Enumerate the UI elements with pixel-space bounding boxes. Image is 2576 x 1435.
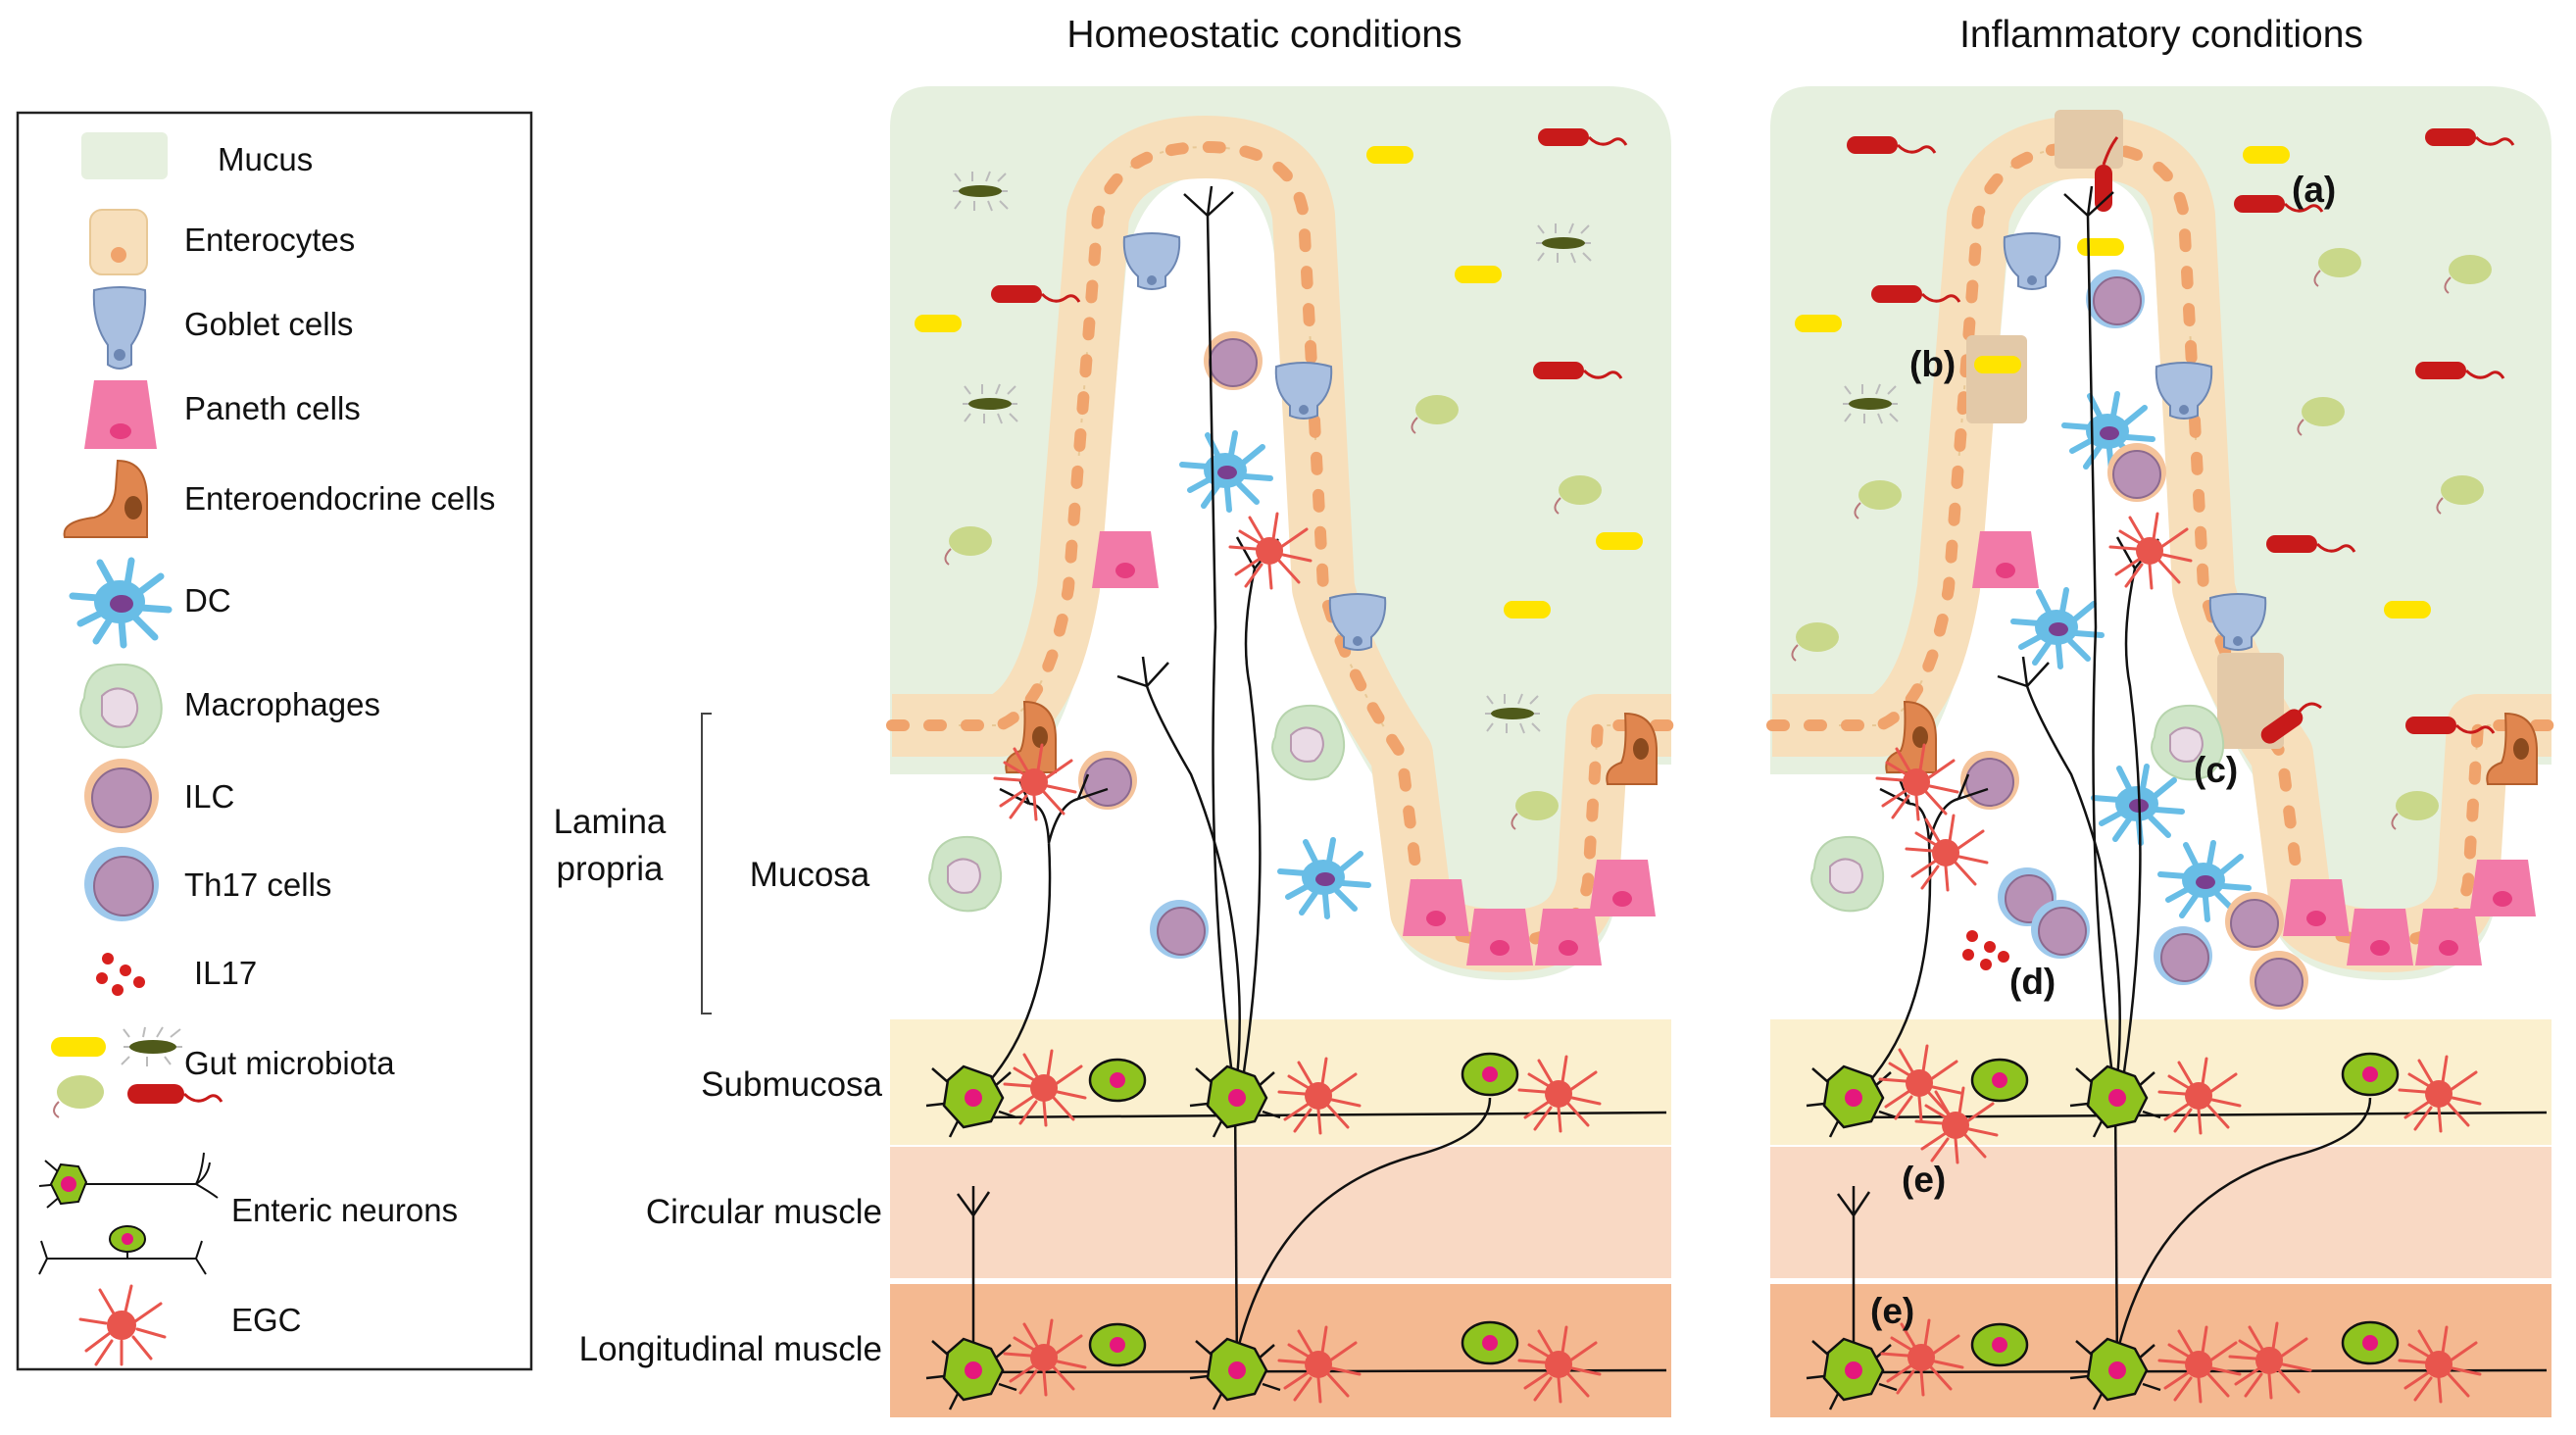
- paneth-cell: [1972, 531, 2039, 588]
- annotation-c: (c): [2194, 750, 2238, 790]
- legend-label-dc: DC: [184, 582, 231, 619]
- macrophage: [928, 835, 1003, 913]
- annotation-e-longitudinal: (e): [1870, 1291, 1914, 1331]
- legend-label-enterocytes: Enterocytes: [184, 222, 355, 258]
- enteric-neuron: [1461, 1320, 1519, 1365]
- enteric-neuron: [1461, 1052, 1519, 1097]
- ilc: [1077, 750, 1138, 811]
- microbe: [1455, 266, 1502, 283]
- microbiota-icon: [51, 1026, 223, 1118]
- label-longitudinal-muscle: Longitudinal muscle: [579, 1330, 882, 1368]
- th17-cell: [1149, 899, 1210, 960]
- damaged-enterocyte: [2055, 110, 2123, 169]
- legend: Mucus Enterocytes Goblet cells Paneth ce…: [16, 111, 533, 1371]
- ilc: [2224, 891, 2285, 952]
- th17-cell: [2153, 925, 2213, 986]
- paneth-cell: [1403, 879, 1469, 936]
- legend-label-il17: IL17: [194, 955, 257, 991]
- annotation-d: (d): [2009, 962, 2056, 1002]
- legend-label-paneth-cells: Paneth cells: [184, 390, 361, 426]
- label-lamina-propria-line1: Lamina: [554, 803, 667, 841]
- legend-label-enteroendocrine-cells: Enteroendocrine cells: [184, 480, 495, 517]
- paneth-cell: [1535, 909, 1602, 965]
- annotation-a: (a): [2292, 170, 2336, 210]
- enteric-neuron: [1970, 1058, 2029, 1103]
- legend-label-enteric-neurons: Enteric neurons: [231, 1192, 458, 1228]
- microbe: [1366, 146, 1413, 164]
- legend-label-goblet-cells: Goblet cells: [184, 306, 353, 342]
- il17-cytokines: [1962, 930, 2009, 970]
- legend-label-macrophages: Macrophages: [184, 686, 380, 722]
- macrophage: [1810, 835, 1885, 913]
- legend-label-th17-cells: Th17 cells: [184, 866, 331, 903]
- legend-label-ilc: ILC: [184, 778, 234, 815]
- microbe: [1974, 356, 2021, 373]
- label-mucosa: Mucosa: [750, 856, 870, 894]
- microbe: [2384, 601, 2431, 619]
- dendritic-cell-icon: [69, 557, 173, 649]
- th17-cell: [2030, 899, 2091, 960]
- paneth-cell: [2283, 879, 2350, 936]
- label-submucosa: Submucosa: [701, 1065, 882, 1104]
- paneth-cell: [2415, 909, 2482, 965]
- th17-cell-icon: [84, 847, 159, 921]
- paneth-cell: [2347, 909, 2413, 965]
- microbe: [1596, 532, 1643, 550]
- ilc: [1959, 750, 2020, 811]
- legend-label-mucus: Mucus: [218, 141, 313, 177]
- ilc: [2249, 950, 2309, 1011]
- paneth-cell: [1092, 531, 1159, 588]
- ilc-icon: [84, 759, 159, 833]
- th17-cell: [2085, 269, 2146, 329]
- ilc: [2106, 442, 2167, 503]
- label-lamina-propria-line2: propria: [557, 850, 664, 888]
- homeostatic-circular-muscle: [890, 1147, 1671, 1278]
- damaged-enterocyte: [1966, 335, 2027, 423]
- paneth-cell: [1466, 909, 1533, 965]
- macrophage: [1271, 704, 1346, 781]
- mucosa-bracket: [701, 713, 712, 1014]
- label-circular-muscle: Circular muscle: [646, 1193, 882, 1231]
- microbe-crossing-barrier: [2095, 136, 2322, 744]
- inflammatory-circular-muscle: [1770, 1147, 2551, 1278]
- enteroendocrine-cell-icon: [63, 459, 148, 538]
- paneth-cell: [2469, 860, 2536, 916]
- paneth-cell: [1589, 860, 1656, 916]
- heading-inflammatory: Inflammatory conditions: [1959, 14, 2363, 56]
- ilc: [1203, 330, 1263, 391]
- microbe: [2077, 238, 2124, 256]
- heading-homeostatic: Homeostatic conditions: [1066, 14, 1461, 56]
- paneth-cell-icon: [84, 380, 157, 449]
- egc-icon: [78, 1284, 167, 1366]
- homeostatic-lamina-propria: [890, 176, 1671, 1019]
- damaged-enterocyte: [2217, 653, 2284, 749]
- homeostatic-longitudinal-muscle: [890, 1284, 1671, 1417]
- enteric-neuron: [1970, 1322, 2029, 1367]
- inflammatory-lamina-propria: [1770, 176, 2551, 1019]
- enteric-neuron-icon: [38, 1152, 219, 1275]
- enteric-neuron: [1088, 1322, 1147, 1367]
- enteric-neuron: [2341, 1052, 2400, 1097]
- goblet-cell-icon: [92, 286, 147, 370]
- macrophage-icon: [79, 663, 163, 749]
- enterocyte-icon: [89, 209, 148, 275]
- il17-dots-icon: [96, 953, 145, 996]
- homeostatic-panel: [886, 86, 1677, 1417]
- legend-label-gut-microbiota: Gut microbiota: [184, 1045, 395, 1081]
- annotation-e-submucosa: (e): [1902, 1160, 1946, 1200]
- microbe: [2243, 146, 2290, 164]
- microbe: [915, 315, 962, 332]
- annotation-b: (b): [1909, 344, 1956, 384]
- legend-label-egc: EGC: [231, 1302, 302, 1338]
- microbe: [1795, 315, 1842, 332]
- enteric-neuron: [1088, 1058, 1147, 1103]
- mucus-swatch-icon: [81, 132, 168, 179]
- inflammatory-panel: [1766, 86, 2557, 1417]
- enteric-neuron: [2341, 1320, 2400, 1365]
- microbe: [1504, 601, 1551, 619]
